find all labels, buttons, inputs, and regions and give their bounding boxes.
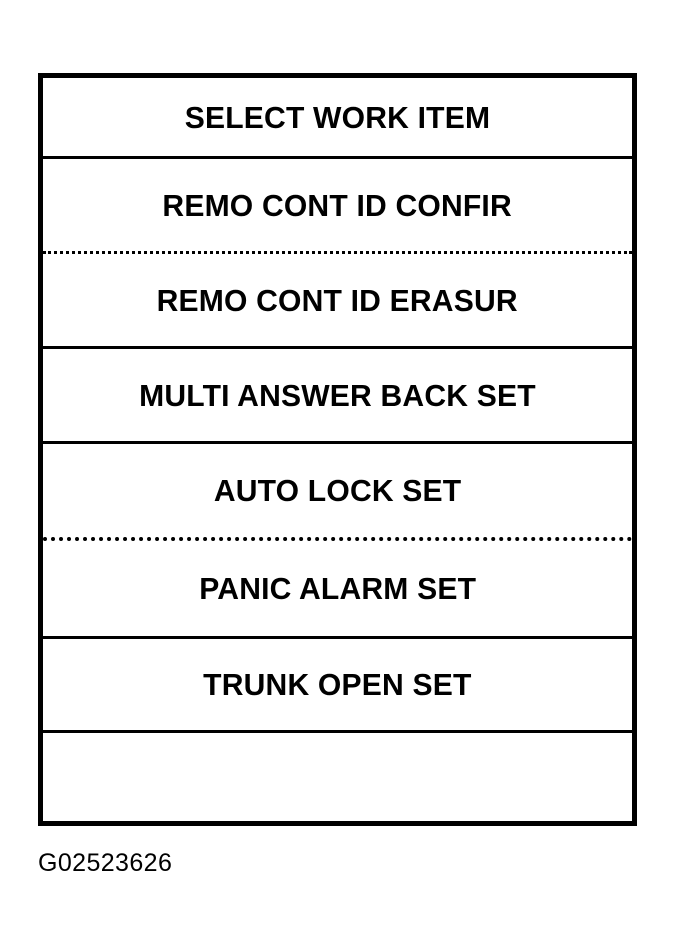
menu-item-label: REMO CONT ID ERASUR xyxy=(156,282,519,318)
menu-item-empty[interactable] xyxy=(43,730,632,821)
select-work-item-panel: SELECT WORK ITEM REMO CONT ID CONFIR REM… xyxy=(38,73,637,826)
menu-item-multi-answer-back-set[interactable]: MULTI ANSWER BACK SET xyxy=(43,346,632,441)
menu-item-panic-alarm-set[interactable]: PANIC ALARM SET xyxy=(43,537,632,636)
menu-item-label: PANIC ALARM SET xyxy=(199,571,476,606)
menu-item-remo-cont-id-erasur[interactable]: REMO CONT ID ERASUR xyxy=(43,251,632,346)
menu-item-label: TRUNK OPEN SET xyxy=(203,667,472,702)
menu-item-auto-lock-set[interactable]: AUTO LOCK SET xyxy=(43,441,632,537)
figure-caption: G02523626 xyxy=(38,849,173,877)
menu-item-label: AUTO LOCK SET xyxy=(213,473,462,508)
menu-item-trunk-open-set[interactable]: TRUNK OPEN SET xyxy=(43,636,632,730)
menu-header-row: SELECT WORK ITEM xyxy=(43,78,632,156)
menu-item-label: MULTI ANSWER BACK SET xyxy=(139,377,536,413)
menu-title: SELECT WORK ITEM xyxy=(184,99,491,135)
menu-item-label: REMO CONT ID CONFIR xyxy=(162,187,513,223)
menu-item-remo-cont-id-confir[interactable]: REMO CONT ID CONFIR xyxy=(43,156,632,251)
